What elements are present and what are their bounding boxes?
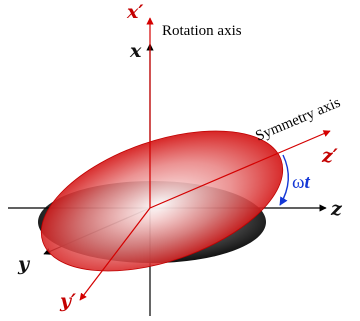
z-label: z [330, 198, 343, 220]
y-prime-label: y′ [59, 290, 76, 312]
z-prime-axis [149, 130, 331, 209]
symmetry-axis-label: Symmetry axis [253, 95, 343, 145]
rotating-ellipsoid [40, 130, 284, 272]
omega-t-variable: t [305, 172, 311, 193]
omega-t-label: ωt [292, 172, 311, 193]
x-prime-label: x′ [126, 1, 143, 23]
rotation-axis-label: Rotation axis [162, 23, 242, 39]
y-prime-axis [79, 207, 151, 301]
z-prime-label: z′ [321, 145, 338, 167]
x-label: x [129, 40, 142, 62]
omega-symbol: ω [292, 172, 305, 193]
rotation-angle-arrow [279, 154, 289, 206]
y-label: y [17, 253, 31, 275]
